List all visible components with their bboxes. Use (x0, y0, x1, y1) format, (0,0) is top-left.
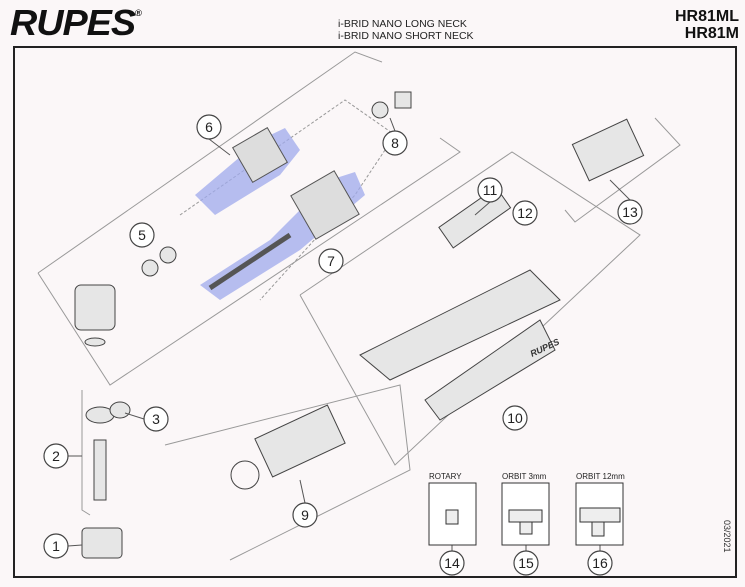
rupes-logo: RUPES® (10, 2, 142, 44)
callout-number: 1 (52, 538, 60, 554)
callout-circle (382, 130, 408, 156)
callout-number: 14 (444, 555, 460, 571)
part-11-cover (438, 186, 512, 249)
part-9-motor (254, 404, 346, 478)
parts (74, 91, 645, 559)
part-13-board (571, 118, 645, 182)
callout-5: 5 (129, 222, 155, 248)
variant-label-orbit-3mm: ORBIT 3mm (502, 472, 547, 481)
callout-circle (477, 177, 503, 203)
callout-circle (292, 502, 318, 528)
part-10-housing-bottom (424, 319, 556, 421)
callout-12: 12 (512, 200, 538, 226)
model-hr81ml: HR81ML (674, 8, 739, 25)
callout-circle (587, 550, 613, 576)
part-6-highlight (195, 126, 300, 215)
part-10-housing-top (359, 269, 561, 381)
subtitle-long-neck: i-BRID NANO LONG NECK (338, 18, 467, 30)
callout-13: 13 (617, 199, 643, 225)
callout-circle (318, 248, 344, 274)
callout-circle (617, 199, 643, 225)
callout-circle (513, 550, 539, 576)
part-8-gear (394, 91, 412, 109)
callout-number: 3 (152, 411, 160, 427)
callout-number: 10 (507, 410, 523, 426)
callout-number: 5 (138, 227, 146, 243)
callout-number: 8 (391, 135, 399, 151)
registered-mark: ® (134, 8, 142, 18)
callout-2: 2 (43, 443, 69, 469)
callout-circle (439, 550, 465, 576)
diagram-frame (13, 46, 737, 578)
callout-circle (43, 533, 69, 559)
part-1-nut (81, 527, 123, 559)
callout-number: 6 (205, 119, 213, 135)
variant-label-orbit-12mm: ORBIT 12mm (576, 472, 625, 481)
callout-11: 11 (477, 177, 503, 203)
callout-circle (129, 222, 155, 248)
callout-circle (502, 405, 528, 431)
part-washer (84, 337, 106, 347)
callout-3: 3 (143, 406, 169, 432)
callout-9: 9 (292, 502, 318, 528)
callout-number: 13 (622, 204, 638, 220)
callout-circle (43, 443, 69, 469)
callout-1: 1 (43, 533, 69, 559)
callout-circle (512, 200, 538, 226)
callout-number: 2 (52, 448, 60, 464)
callout-7: 7 (318, 248, 344, 274)
callout-15: 15 (513, 550, 539, 576)
callout-6: 6 (196, 114, 222, 140)
leader-lines (67, 117, 631, 551)
brand-text: RUPES (10, 2, 136, 43)
callout-14: 14 (439, 550, 465, 576)
variant-boxes (428, 482, 624, 546)
subtitle-short-neck: i-BRID NANO SHORT NECK (338, 30, 474, 42)
part-3-gear-b (109, 401, 131, 419)
part-5-bearing (159, 246, 177, 264)
callout-number: 11 (483, 182, 498, 198)
part-5-gear (141, 259, 159, 277)
part-2-spindle (93, 439, 107, 501)
model-hr81m: HR81M (684, 25, 739, 42)
callout-number: 9 (301, 507, 309, 523)
callout-16: 16 (587, 550, 613, 576)
callout-number: 12 (517, 205, 533, 221)
part-neck-head (74, 284, 116, 331)
part-9-plate (230, 460, 260, 490)
variant-label-rotary: ROTARY (429, 472, 462, 481)
callout-8: 8 (382, 130, 408, 156)
callout-circle (196, 114, 222, 140)
callout-10: 10 (502, 405, 528, 431)
part-8-bearing (371, 101, 389, 119)
part-7-highlight (200, 170, 365, 300)
callout-circle (143, 406, 169, 432)
callout-number: 16 (592, 555, 608, 571)
callout-number: 7 (327, 253, 335, 269)
callout-number: 15 (518, 555, 534, 571)
